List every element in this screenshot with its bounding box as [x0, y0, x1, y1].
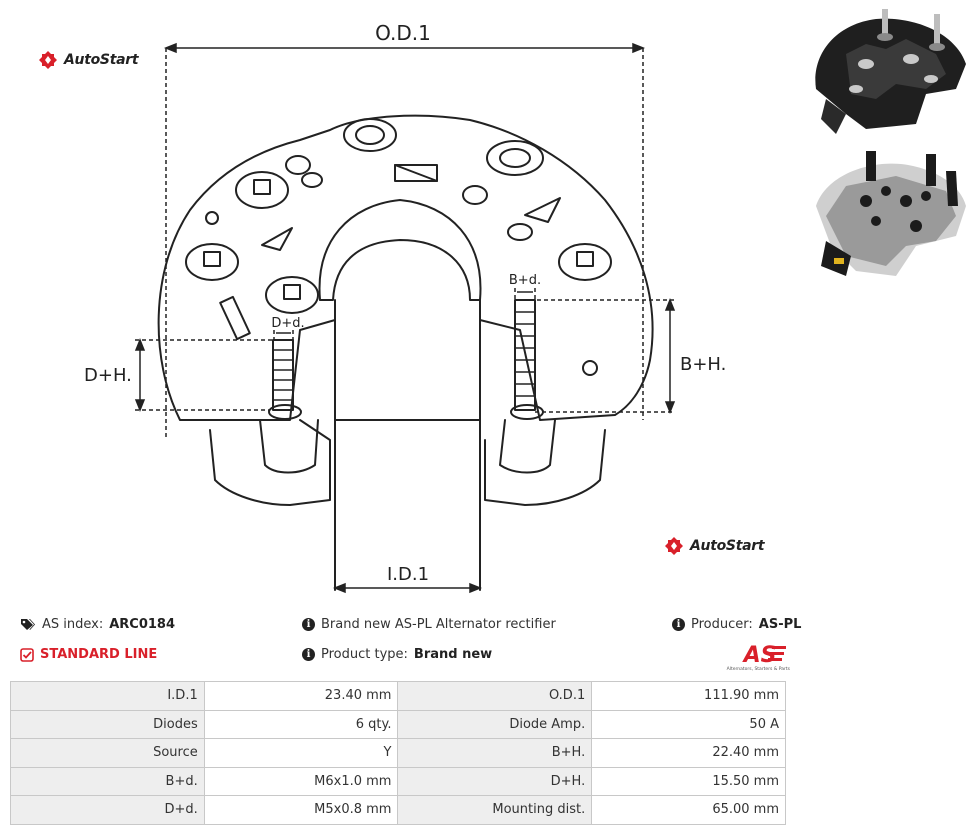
brand-logo-bottom: AutoStart: [664, 536, 765, 556]
spec-value: Y: [203, 738, 399, 768]
as-index-label: AS index:: [42, 617, 104, 632]
spec-value: 65.00 mm: [591, 795, 786, 825]
product-photo-top[interactable]: [806, 4, 970, 144]
product-type-value: Brand new: [413, 647, 493, 662]
spec-value: M6x1.0 mm: [203, 766, 399, 796]
tags-icon: [21, 619, 35, 630]
spec-key: Diode Amp.: [397, 709, 593, 739]
check-square-icon: [20, 647, 34, 662]
spec-key: Diodes: [10, 709, 205, 739]
spec-value: M5x0.8 mm: [203, 795, 399, 825]
autostart-logo-icon: [665, 537, 683, 555]
right-leg: [484, 429, 606, 506]
spec-value: 111.90 mm: [591, 681, 786, 711]
spec-key: Mounting dist.: [397, 795, 593, 825]
rectifier-body-outline: [157, 114, 654, 421]
svg-text:Alternators, Starters & Parts: Alternators, Starters & Parts: [727, 666, 791, 672]
id-dimension-label: I.D.1: [387, 564, 429, 585]
brand-name: AutoStart: [64, 52, 139, 68]
info-circle-icon: i: [302, 648, 315, 661]
as-index-value: ARC0184: [109, 617, 176, 632]
as-index-row: AS index: ARC0184: [20, 617, 175, 632]
bh-dimension-label: B+H.: [680, 354, 726, 375]
spec-key: O.D.1: [397, 681, 593, 711]
dh-dimension-label: D+H.: [84, 365, 132, 386]
left-leg: [209, 419, 331, 506]
product-type-label: Product type:: [321, 647, 408, 662]
as-pl-logo: AS Alternators, Starters & Parts: [727, 643, 791, 672]
spec-key: D+H.: [397, 766, 593, 796]
rectifier-inner-arch: [318, 199, 482, 301]
od-dimension-label: O.D.1: [375, 21, 431, 45]
description-row: i Brand new AS-PL Alternator rectifier: [302, 617, 556, 632]
product-type-row: i Product type: Brand new: [302, 647, 492, 662]
product-description: Brand new AS-PL Alternator rectifier: [321, 617, 556, 632]
standard-line-row[interactable]: STANDARD LINE: [20, 647, 157, 662]
spec-value: 50 A: [591, 709, 786, 739]
spec-value: 23.40 mm: [203, 681, 399, 711]
spec-key: B+d.: [10, 766, 205, 796]
svg-text:AS: AS: [742, 643, 777, 668]
producer-value: AS-PL: [758, 617, 802, 632]
brand-logo-top: AutoStart: [38, 50, 139, 70]
dd-dimension-label: D+d.: [271, 316, 304, 331]
producer-row: i Producer: AS-PL: [672, 617, 801, 632]
standard-line-label[interactable]: STANDARD LINE: [40, 647, 158, 662]
spec-value: 15.50 mm: [591, 766, 786, 796]
producer-label: Producer:: [691, 617, 753, 632]
info-circle-icon: i: [302, 618, 315, 631]
info-circle-icon: i: [672, 618, 685, 631]
spec-key: Source: [10, 738, 205, 768]
autostart-logo-icon: [39, 51, 57, 69]
bd-dimension-label: B+d.: [509, 273, 541, 288]
brand-name: AutoStart: [690, 538, 765, 554]
spec-value: 22.40 mm: [591, 738, 786, 768]
rectifier-technical-drawing: O.D.1 I.D.1 B+d. D+d. B+H. D+H.: [84, 21, 726, 594]
spec-key: D+d.: [10, 795, 205, 825]
spec-key: I.D.1: [10, 681, 205, 711]
spec-key: B+H.: [397, 738, 593, 768]
product-photo-bottom[interactable]: [806, 146, 970, 280]
spec-value: 6 qty.: [203, 709, 399, 739]
